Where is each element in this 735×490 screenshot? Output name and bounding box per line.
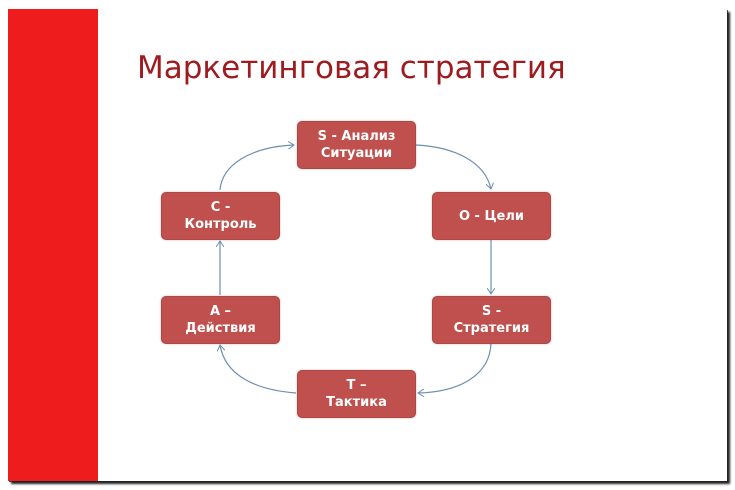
- box-label: C -: [210, 200, 231, 215]
- box-label: Ситуации: [320, 146, 393, 161]
- box-label: Действия: [185, 321, 256, 336]
- box-label: S - Анализ: [317, 129, 396, 144]
- box-label: Тактика: [326, 395, 387, 410]
- box-label: Стратегия: [453, 321, 530, 336]
- box-tactics: T – Тактика: [297, 370, 416, 418]
- box-situation-analysis: S - Анализ Ситуации: [297, 121, 416, 169]
- box-label: S -: [481, 304, 502, 319]
- arrow-analysis-to-goals: [415, 144, 491, 189]
- box-strategy: S - Стратегия: [432, 296, 551, 344]
- red-sidebar-band: [8, 9, 98, 481]
- slide-title: Маркетинговая стратегия: [137, 50, 566, 86]
- box-label: Контроль: [184, 217, 257, 232]
- box-objectives: O - Цели: [432, 192, 551, 240]
- arrow-strategy-to-tactics: [418, 342, 492, 393]
- arrow-tactics-to-actions: [220, 345, 297, 394]
- box-label: A –: [209, 304, 232, 319]
- box-label: T –: [346, 378, 367, 393]
- box-actions: A – Действия: [161, 296, 280, 344]
- arrow-control-to-analysis: [219, 145, 294, 191]
- box-label: O - Цели: [458, 208, 524, 224]
- box-control: C - Контроль: [161, 192, 280, 240]
